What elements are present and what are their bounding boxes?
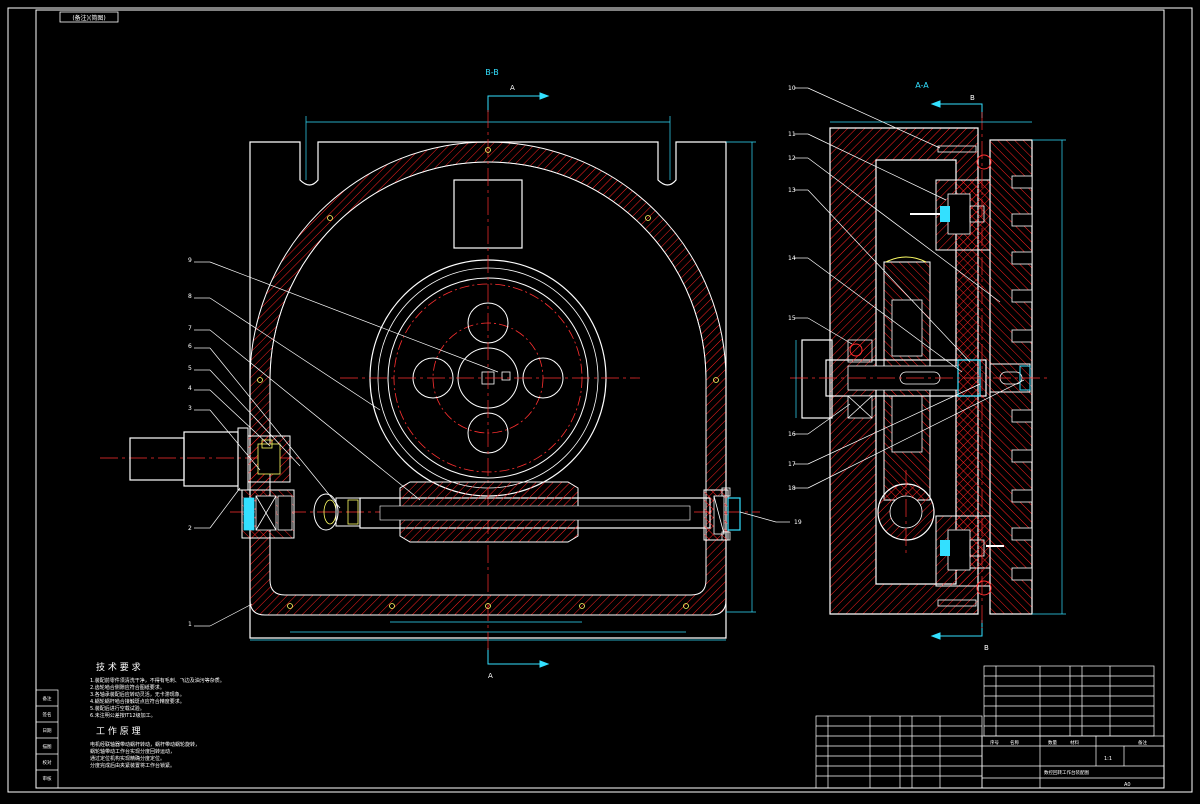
callout-12: 12 <box>788 155 796 162</box>
callout-6: 6 <box>188 343 192 350</box>
left-strip-labels: 备注 签名 日期 描图 校对 审核 <box>43 695 52 782</box>
working-line-2: 蜗轮轴带动工作台实现分度回转运动， <box>90 748 175 755</box>
callout-15: 15 <box>788 315 796 322</box>
bottom-clamp <box>935 515 1004 587</box>
callout-9: 9 <box>188 257 192 264</box>
strip-label-3: 日期 <box>43 728 52 734</box>
callout-3: 3 <box>188 405 192 412</box>
table-plate <box>989 139 1033 615</box>
tb-number-label: 序号 <box>990 739 999 746</box>
right-bearing <box>703 487 741 541</box>
view-b-label: B-B <box>485 68 499 77</box>
callout-11: 11 <box>788 131 796 138</box>
corner-tag: (备注)(简图) <box>59 11 119 23</box>
strip-label-6: 审核 <box>43 775 52 782</box>
center-lines <box>100 110 760 650</box>
left-bearing-block <box>241 489 295 539</box>
tech-line-3: 3.各轴承装配后应转动灵活，无卡滞现象。 <box>90 691 185 698</box>
callout-4: 4 <box>188 385 192 392</box>
left-strip <box>35 689 59 789</box>
tb-sheet: A0 <box>1124 782 1131 788</box>
leaders-right <box>794 87 1025 489</box>
tb-name-label: 名称 <box>1010 739 1019 746</box>
section-letter-bottom: A <box>488 672 493 680</box>
motor <box>129 427 291 491</box>
strip-label-1: 备注 <box>43 695 52 702</box>
tb-drawing-name: 数控回转工作台装配图 <box>1044 769 1089 776</box>
callout-14: 14 <box>788 255 796 262</box>
section-letter-b-bottom: B <box>984 644 989 652</box>
top-clamp <box>910 179 991 251</box>
callout-10: 10 <box>788 85 796 92</box>
callouts-left: 9 8 7 6 5 4 3 2 1 19 <box>188 257 802 628</box>
callout-7: 7 <box>188 325 192 332</box>
section-letter-top: A <box>510 84 515 92</box>
section-arrow-top <box>487 92 550 112</box>
strip-label-2: 签名 <box>43 711 52 718</box>
view-a-a: A-A B B <box>790 81 1066 652</box>
tech-line-6: 6.未注明公差按IT12级加工。 <box>90 712 156 719</box>
callouts-right: 10 11 12 13 14 15 16 17 18 <box>788 85 796 492</box>
callout-2: 2 <box>188 525 192 532</box>
tb-qty-label: 数量 <box>1048 739 1057 746</box>
section-arrow-bottom <box>487 648 550 668</box>
sheet-border-inner <box>35 9 1165 789</box>
side-center-lines <box>790 112 1050 628</box>
dim-right <box>726 141 756 613</box>
title-block-text: 序号 名称 数量 材料 备注 1:1 数控回转工作台装配图 A0 <box>990 739 1147 788</box>
tech-line-4: 4.蜗轮蜗杆啮合接触斑点应符合精度要求。 <box>90 698 185 705</box>
working-title: 工 作 原 理 <box>96 725 141 737</box>
worm-shaft <box>359 481 711 543</box>
view-a-label: A-A <box>915 81 929 90</box>
tb-remark-label: 备注 <box>1138 739 1147 746</box>
callout-17: 17 <box>788 461 796 468</box>
callout-19: 19 <box>794 519 802 526</box>
working-line-4: 分度完成后由夹紧装置将工作台锁紧。 <box>90 762 175 769</box>
tb-scale: 1:1 <box>1104 756 1112 762</box>
callout-1: 1 <box>188 621 192 628</box>
side-bolts <box>849 145 992 607</box>
tb-material-label: 材料 <box>1070 739 1079 746</box>
table-slots <box>1011 175 1033 581</box>
callout-16: 16 <box>788 431 796 438</box>
section-arrow-b-top <box>930 100 983 118</box>
parts-list <box>815 665 1165 789</box>
callout-13: 13 <box>788 187 796 194</box>
section-letter-b-top: B <box>970 94 975 102</box>
callout-18: 18 <box>788 485 796 492</box>
section-arrow-b-bottom <box>930 620 983 640</box>
tech-line-1: 1.装配前零件须清洗干净，不得有毛刺、飞边及油污等杂质。 <box>90 677 225 684</box>
leaders-left <box>194 261 790 627</box>
tech-title: 技 术 要 求 <box>96 661 141 673</box>
technical-notes: 技 术 要 求 1.装配前零件须清洗干净，不得有毛刺、飞边及油污等杂质。 2.齿… <box>90 661 225 769</box>
tech-line-2: 2.齿轮啮合侧隙应符合图纸要求。 <box>90 684 165 691</box>
working-line-1: 电机经联轴器带动蜗杆转动，蜗杆带动蜗轮旋转， <box>90 741 200 748</box>
tech-line-5: 5.装配后进行空载试验。 <box>90 705 145 712</box>
callout-5: 5 <box>188 365 192 372</box>
side-dimensions <box>795 121 1066 615</box>
base-bolts <box>257 147 719 609</box>
sheet-border-outer <box>7 7 1193 793</box>
strip-label-4: 描图 <box>43 743 52 750</box>
callout-8: 8 <box>188 293 192 300</box>
corner-tag-text: (备注)(简图) <box>72 14 105 22</box>
view-b-b: B-B A A <box>100 68 790 680</box>
housing-outline <box>249 141 727 639</box>
working-line-3: 通过定位机构实现精确分度定位。 <box>90 755 165 762</box>
strip-label-5: 校对 <box>43 759 52 766</box>
